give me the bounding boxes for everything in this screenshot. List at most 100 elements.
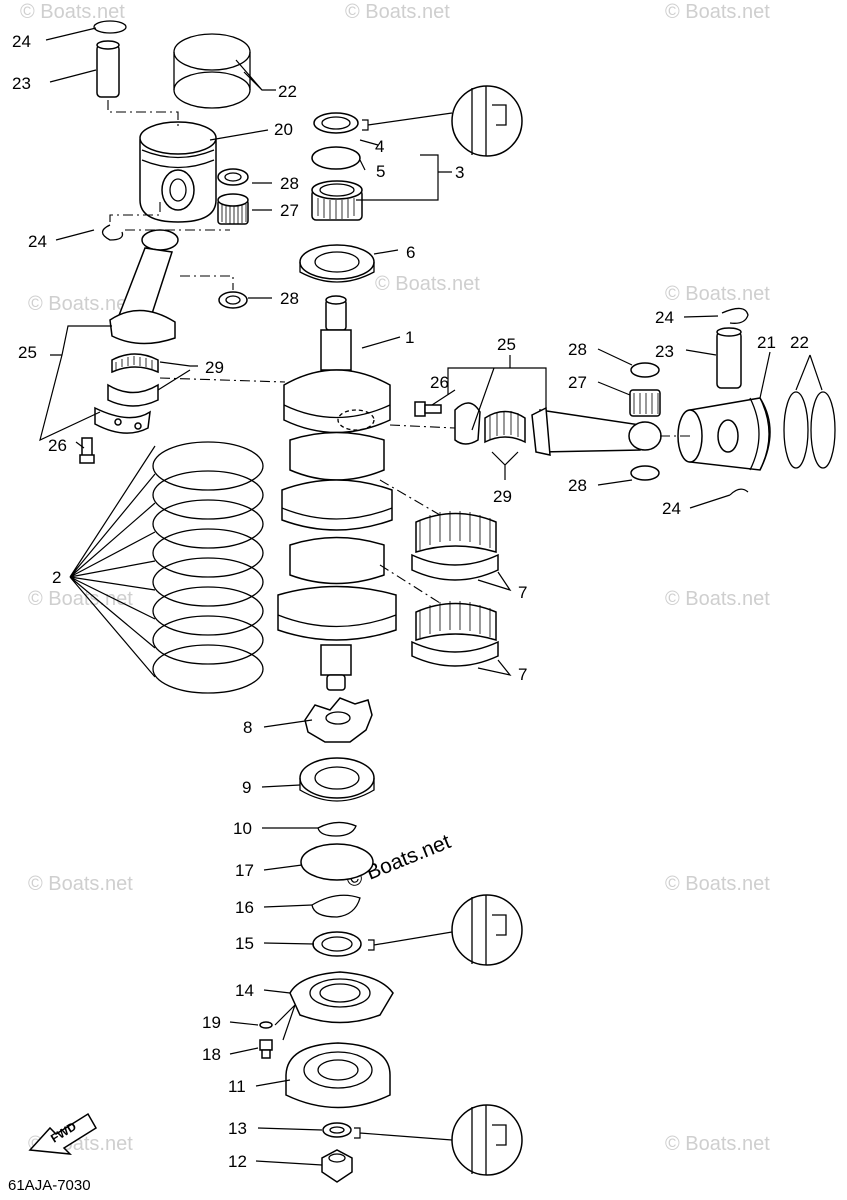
circlip-part-24	[93, 20, 127, 34]
part-label: 14	[235, 981, 254, 1000]
part-label: 19	[202, 1013, 221, 1032]
watermark: © Boats.net	[375, 273, 480, 295]
piston-pin-part-23	[716, 331, 742, 389]
circlip-part-24	[101, 224, 124, 241]
bearing-part-3	[311, 180, 363, 221]
bearing-half-part-7	[411, 601, 499, 667]
seal-part-13	[322, 1122, 352, 1138]
detail-circle-seal-orientation	[451, 894, 523, 966]
piston-ring-part-22	[810, 391, 836, 469]
connecting-rod-part-25	[454, 402, 662, 456]
oil-seal-part-15	[312, 931, 362, 957]
part-label: 11	[228, 1077, 246, 1096]
oil-seal-part-4	[313, 112, 359, 134]
part-label: 28	[280, 289, 299, 308]
piston-ring-part-22	[783, 391, 809, 469]
part-label: 21	[757, 333, 776, 352]
bearing-housing-part-11	[285, 1042, 391, 1109]
piston-part-20	[139, 121, 217, 223]
part-label: 5	[376, 162, 385, 181]
leader-lines	[39, 27, 823, 1166]
needle-bearing-part-27	[217, 193, 249, 225]
circlip-part-24	[721, 307, 749, 324]
part-label: 24	[655, 308, 674, 327]
part-label: 7	[518, 665, 527, 684]
part-label: 23	[12, 74, 31, 93]
detail-callouts	[354, 85, 523, 1176]
washer-part-19	[259, 1021, 273, 1029]
part-label: 24	[28, 232, 47, 251]
snap-ring-part-10	[317, 821, 357, 837]
part-number-labels: 1 2 3 4 5 6 7 7 8 9 10 11 12 13 14 15 16…	[12, 32, 809, 1171]
drive-gear-part-8	[304, 697, 373, 743]
part-label: 12	[228, 1152, 247, 1171]
o-ring-part-17	[300, 843, 374, 881]
part-label: 28	[280, 174, 299, 193]
part-label: 26	[48, 436, 67, 455]
part-label: 8	[243, 718, 252, 737]
piston-assembly-right	[389, 307, 836, 496]
connecting-rod-part-25	[94, 229, 179, 434]
watermark: © Boats.net	[28, 293, 133, 315]
watermark: © Boats.net	[665, 588, 770, 610]
watermark: © Boats.net	[665, 1, 770, 23]
part-label: 24	[12, 32, 31, 51]
watermark: © Boats.net	[665, 283, 770, 305]
piston-assembly-left	[79, 20, 286, 464]
washer-part-28	[630, 465, 660, 481]
watermark: © Boats.net	[20, 1, 125, 23]
lower-parts	[259, 697, 394, 1183]
drawing-code: 61AJA-7030	[8, 1177, 91, 1194]
part-label: 20	[274, 120, 293, 139]
bolt-part-18	[259, 1039, 273, 1059]
big-end-bearing-part-29	[107, 353, 159, 407]
watermark: © Boats.net	[28, 873, 133, 895]
watermark-group: © Boats.net © Boats.net © Boats.net © Bo…	[20, 1, 770, 1155]
circlip-part-24	[729, 488, 749, 496]
part-label: 29	[205, 358, 224, 377]
part-label: 9	[242, 778, 251, 797]
big-end-bearing-part-29	[484, 410, 526, 444]
part-label: 25	[18, 343, 37, 362]
ball-bearing-part-6	[299, 244, 375, 283]
detail-circle-seal-orientation	[451, 85, 523, 157]
part-label: 27	[280, 201, 299, 220]
bolt-part-26	[414, 401, 442, 417]
part-label: 25	[497, 335, 516, 354]
piston-ring-part-22	[173, 71, 251, 109]
part-label: 1	[405, 328, 414, 347]
part-label: 22	[790, 333, 809, 352]
part-label: 18	[202, 1045, 221, 1064]
seal-bearing-upper	[299, 112, 375, 283]
washer-part-28	[217, 168, 249, 186]
part-label: 28	[568, 340, 587, 359]
piston-ring-part-22	[173, 33, 251, 71]
part-label: 29	[493, 487, 512, 506]
ball-bearing-part-9	[299, 757, 375, 802]
housing-part-14	[289, 971, 394, 1024]
piston-ring-set-part-2	[152, 441, 264, 694]
detail-circle-seal-orientation	[451, 1104, 523, 1176]
part-label: 3	[455, 163, 464, 182]
part-label: 24	[662, 499, 681, 518]
part-label: 16	[235, 898, 254, 917]
part-label: 27	[568, 373, 587, 392]
crankshaft-part-1	[277, 295, 397, 691]
part-label: 26	[430, 373, 449, 392]
part-label: 2	[52, 568, 61, 587]
bolt-part-26	[79, 437, 95, 464]
washer-part-28	[630, 362, 660, 378]
part-label: 6	[406, 243, 415, 262]
part-label: 28	[568, 476, 587, 495]
part-label: 4	[375, 137, 384, 156]
part-label: 13	[228, 1119, 247, 1138]
part-label: 15	[235, 934, 254, 953]
watermark: © Boats.net	[665, 1133, 770, 1155]
snap-ring-part-16	[311, 894, 361, 918]
washer-part-28	[218, 291, 248, 309]
part-label: 17	[235, 861, 254, 880]
part-label: 7	[518, 583, 527, 602]
needle-bearing-part-27	[629, 389, 661, 417]
